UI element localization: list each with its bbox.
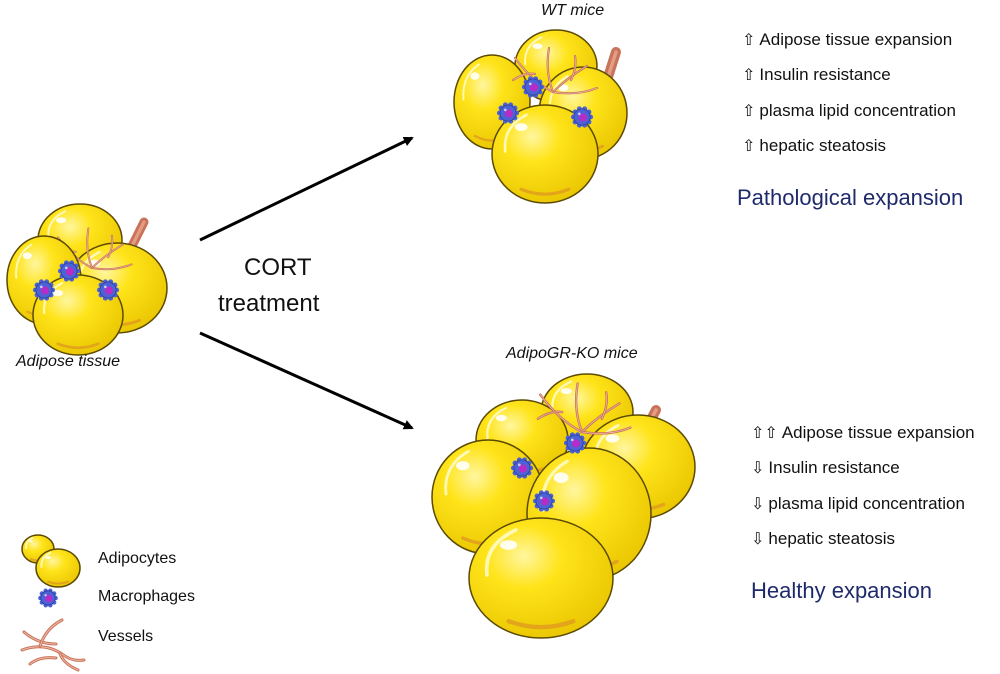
macrophage-cell — [96, 279, 120, 301]
vessel-branches — [536, 382, 632, 435]
macrophage-cell — [57, 260, 81, 282]
ko-effect-item: ⇩Insulin resistance — [751, 458, 975, 493]
ko-effect-item: ⇩hepatic steatosis — [751, 529, 975, 564]
ko-mice-title: AdipoGR-KO mice — [506, 345, 638, 362]
ko-effect-text: hepatic steatosis — [768, 528, 896, 548]
wt-effect-text: plasma lipid concentration — [759, 100, 956, 120]
macrophage-cell — [32, 279, 56, 301]
wt-effect-item: ⇧Adipose tissue expansion — [742, 30, 956, 65]
up-arrow-icon: ⇧ — [742, 30, 756, 49]
up-arrow-icon: ⇧ — [742, 135, 756, 155]
adipose-tissue-cluster — [6, 203, 168, 356]
macrophage-cell — [510, 457, 534, 479]
macrophage-cell — [532, 490, 556, 512]
legend-adipocytes-icon — [21, 534, 81, 588]
adipose-tissue-label: Adipose tissue — [16, 353, 121, 370]
wt-effects-list: ⇧Adipose tissue expansion ⇧Insulin resis… — [742, 30, 956, 171]
legend-macrophages-label: Macrophages — [98, 588, 195, 605]
wt-effect-text: Adipose tissue expansion — [759, 30, 953, 49]
ko-effect-text: plasma lipid concentration — [768, 493, 965, 513]
wt-effect-item: ⇧Insulin resistance — [742, 65, 956, 100]
down-arrow-icon: ⇩ — [751, 493, 765, 513]
adipocyte-cell — [468, 517, 614, 639]
legend-vessels-label: Vessels — [98, 628, 154, 645]
macrophage-cell — [570, 106, 594, 128]
wt-adipose-cluster — [453, 29, 628, 204]
adipocyte-cell — [491, 104, 599, 204]
wt-effect-item: ⇧plasma lipid concentration — [742, 101, 956, 136]
legend-vessels-icon — [20, 618, 86, 672]
down-arrow-icon: ⇩ — [751, 528, 765, 548]
wt-effect-text: Insulin resistance — [759, 65, 891, 85]
vessel-branches — [511, 46, 599, 95]
wt-mice-title: WT mice — [541, 2, 605, 19]
arrow-to-wt — [199, 136, 414, 242]
legend-icons — [20, 534, 86, 672]
legend-adipocytes-label: Adipocytes — [98, 550, 177, 567]
legend-macrophage-icon — [38, 588, 58, 608]
macrophage-cell — [496, 102, 520, 124]
treatment-label-line2: treatment — [218, 290, 320, 317]
arrow-to-ko — [199, 331, 414, 430]
treatment-label-line1: CORT — [244, 254, 312, 281]
ko-effects-list: ⇧⇧Adipose tissue expansion ⇩Insulin resi… — [751, 423, 975, 564]
wt-effect-item: ⇧hepatic steatosis — [742, 136, 956, 171]
up-arrow-icon: ⇧ — [742, 100, 756, 120]
wt-effect-text: hepatic steatosis — [759, 135, 887, 155]
ko-effect-text: Insulin resistance — [768, 458, 900, 478]
macrophage-cell — [38, 588, 58, 608]
adipocyte-cell — [35, 548, 81, 588]
down-arrow-icon: ⇩ — [751, 458, 765, 478]
ko-adipose-cluster — [431, 373, 696, 639]
up-arrow-icon: ⇧ — [742, 65, 756, 85]
ko-effect-item: ⇩plasma lipid concentration — [751, 494, 975, 529]
macrophage-cell — [563, 432, 587, 454]
ko-effect-item: ⇧⇧Adipose tissue expansion — [751, 423, 975, 458]
macrophage-cell — [521, 76, 545, 98]
ko-effect-text: Adipose tissue expansion — [781, 423, 975, 442]
double-up-arrow-icon: ⇧⇧ — [751, 423, 778, 442]
healthy-expansion-label: Healthy expansion — [751, 578, 933, 603]
pathological-expansion-label: Pathological expansion — [737, 185, 964, 210]
